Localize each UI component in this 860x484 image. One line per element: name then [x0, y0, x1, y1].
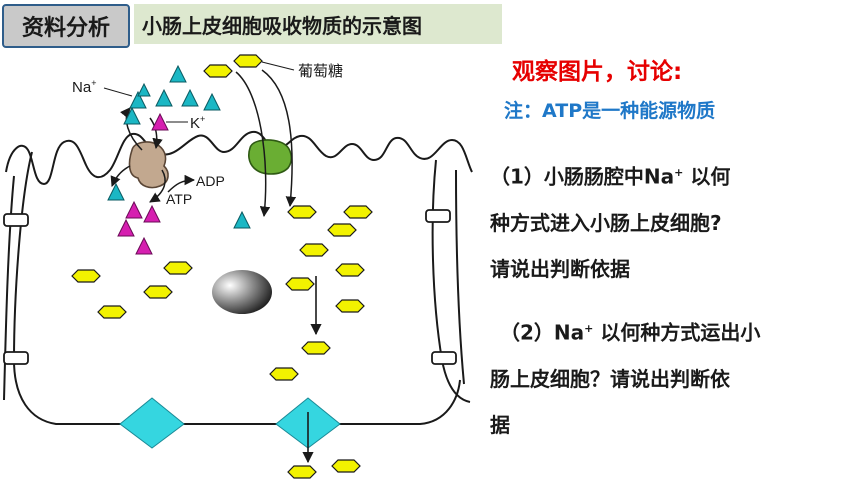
na-ion-icon	[137, 82, 151, 97]
arrow-atp-adp	[167, 174, 196, 193]
glucose-icon	[203, 64, 233, 78]
glucose-icon	[343, 205, 373, 219]
glucose-icon	[335, 263, 365, 277]
leader-na	[103, 87, 133, 97]
cell-membrane	[5, 130, 473, 186]
k-ion-icon	[135, 236, 153, 255]
tight-junction	[425, 209, 451, 223]
cell-diagram: Na+ K+ 葡萄糖 ADP ATP	[3, 54, 473, 479]
glucose-icon	[285, 277, 315, 291]
nucleus-icon	[212, 270, 272, 314]
na-ion-icon	[233, 210, 251, 229]
na-ion-icon	[155, 88, 173, 107]
k-ion-icon	[151, 112, 169, 131]
k-ions	[117, 112, 169, 255]
k-ion-icon	[117, 218, 135, 237]
na-ion-icon	[169, 64, 187, 83]
diagram-title: 小肠上皮细胞吸收物质的示意图	[134, 4, 502, 44]
label-atp: ATP	[166, 191, 192, 207]
arrow-na-in	[149, 117, 163, 150]
leader-glucose	[261, 61, 295, 71]
cell-right-edge	[431, 159, 471, 403]
na-ion-icon	[123, 106, 141, 125]
glucose-icon	[233, 54, 263, 68]
question-2: （2）Na+ 以何种方式运出小 肠上皮细胞？请说出判断依 据	[490, 320, 761, 437]
glucose-icon	[269, 367, 299, 381]
arrow-glucose-entry	[261, 69, 297, 208]
glucose-icon	[71, 269, 101, 283]
glucose-icon	[327, 223, 357, 237]
neighbor-right-edge	[455, 169, 465, 385]
glucose-icon	[301, 341, 331, 355]
basal-carrier-icon	[119, 397, 185, 449]
question-1: （1）小肠肠腔中Na+ 以何 种方式进入小肠上皮细胞? 请说出判断依据	[490, 164, 731, 281]
arrow-na-left	[110, 165, 131, 187]
label-na: Na+	[72, 78, 96, 96]
na-ion-icon	[129, 90, 147, 109]
glucose-icon	[331, 459, 361, 473]
na-ion-icon	[107, 182, 125, 201]
glucose-icon	[299, 243, 329, 257]
label-k: K+	[190, 114, 205, 132]
glucose-carrier-icon	[248, 139, 293, 175]
na-ion-icon	[203, 92, 221, 111]
k-ion-icon	[125, 200, 143, 219]
atp-note: 注：ATP是一种能源物质	[504, 100, 716, 122]
tight-junction	[3, 213, 29, 227]
arrow-k-in	[149, 169, 166, 203]
neighbor-left-edge	[3, 175, 15, 401]
glucose-icon	[287, 205, 317, 219]
glucose-icon	[97, 305, 127, 319]
arrow-pump-out	[120, 107, 143, 151]
tight-junction	[431, 351, 457, 365]
label-adp: ADP	[196, 173, 225, 189]
label-glucose: 葡萄糖	[298, 62, 343, 80]
glucose-icon	[335, 299, 365, 313]
arrow-glucose-in	[235, 71, 271, 218]
glucose-icon	[287, 465, 317, 479]
tight-junction	[3, 351, 29, 365]
glucose-icon	[163, 261, 193, 275]
glucose-icon	[143, 285, 173, 299]
k-ion-icon	[143, 204, 161, 223]
na-k-pump-icon	[128, 141, 169, 189]
section-tag: 资料分析	[2, 4, 130, 48]
na-ions	[107, 64, 251, 229]
na-ion-icon	[181, 88, 199, 107]
glucose-molecules	[71, 54, 373, 479]
observe-heading: 观察图片，讨论:	[512, 59, 683, 85]
